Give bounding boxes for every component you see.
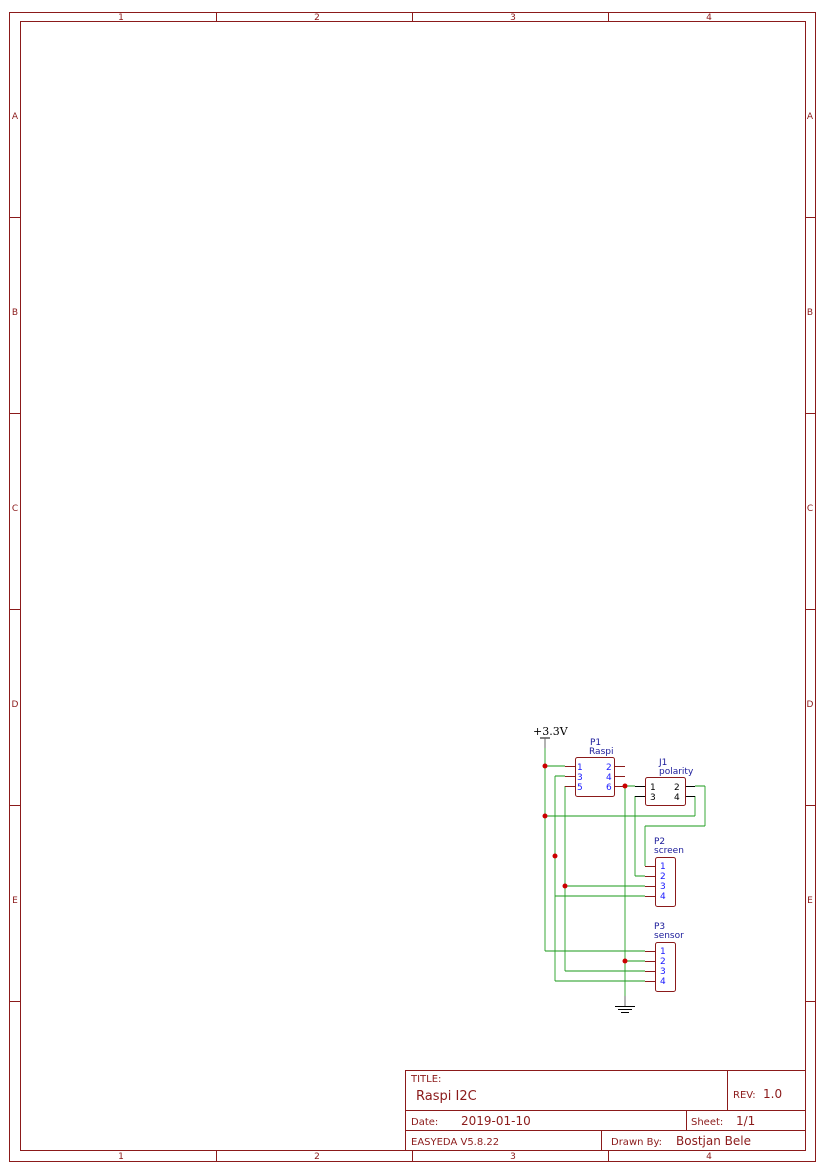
row-label: B (807, 308, 813, 318)
pin-number: 2 (606, 763, 612, 773)
component-p2-screen[interactable]: P2 screen 1 2 3 4 (645, 837, 684, 907)
pin-number: 1 (660, 862, 666, 872)
row-label: E (807, 896, 813, 906)
row-label: A (12, 112, 19, 122)
power-net-label: +3.3V (533, 725, 569, 738)
pin-number: 1 (577, 763, 583, 773)
sheet-label: Sheet: (691, 1117, 723, 1128)
rev-value: 1.0 (763, 1087, 782, 1101)
pin-number: 4 (674, 793, 680, 803)
component-name: polarity (659, 767, 694, 777)
row-label: C (807, 504, 813, 514)
sheet-value: 1/1 (736, 1114, 755, 1128)
junction-dot (542, 763, 548, 769)
component-p3-sensor[interactable]: P3 sensor 1 2 3 4 (645, 922, 684, 992)
pin-number: 6 (606, 783, 612, 793)
column-label: 4 (706, 1152, 712, 1162)
column-label: 2 (314, 1152, 320, 1162)
date-label: Date: (411, 1117, 438, 1128)
date-value: 2019-01-10 (461, 1114, 531, 1128)
pin-number: 2 (674, 783, 680, 793)
drawn-by-label: Drawn By: (611, 1137, 662, 1148)
junction-dot (622, 958, 628, 964)
software-version: EASYEDA V5.8.22 (411, 1137, 499, 1148)
ground-symbol[interactable] (615, 996, 635, 1013)
pin-number: 1 (660, 947, 666, 957)
component-j1-polarity[interactable]: J1 polarity 1 3 2 4 (635, 758, 695, 806)
row-label: B (12, 308, 18, 318)
pin-number: 3 (650, 793, 656, 803)
column-label: 2 (314, 13, 320, 23)
power-symbol-3v3[interactable]: +3.3V (533, 725, 569, 748)
designator: J1 (658, 758, 667, 768)
column-label: 1 (118, 13, 124, 23)
pin-number: 1 (650, 783, 656, 793)
title-block: TITLE: Raspi I2C REV: 1.0 Date: 2019-01-… (405, 1070, 806, 1151)
pin-number: 4 (660, 977, 666, 987)
title-label: TITLE: (410, 1074, 441, 1085)
column-label: 3 (510, 1152, 516, 1162)
component-name: Raspi (589, 747, 613, 757)
column-label: 3 (510, 13, 516, 23)
component-p1-raspi[interactable]: P1 Raspi 1 3 5 2 4 6 (565, 738, 625, 797)
pin-number: 2 (660, 957, 666, 967)
row-label: E (12, 896, 18, 906)
pin-number: 4 (606, 773, 612, 783)
pin-number: 5 (577, 783, 583, 793)
designator: P3 (654, 922, 665, 932)
designator: P1 (590, 738, 601, 748)
row-label: D (12, 700, 19, 710)
junction-dot (562, 883, 568, 889)
pin-number: 3 (660, 967, 666, 977)
pin-number: 3 (660, 882, 666, 892)
column-label: 4 (706, 13, 712, 23)
junction-dot (552, 853, 558, 859)
pin-number: 4 (660, 892, 666, 902)
row-label: A (807, 112, 814, 122)
designator: P2 (654, 837, 665, 847)
component-name: screen (654, 846, 684, 856)
row-label: C (12, 504, 18, 514)
component-name: sensor (654, 931, 684, 941)
title-value: Raspi I2C (416, 1089, 477, 1104)
pin-number: 3 (577, 773, 583, 783)
pin-number: 2 (660, 872, 666, 882)
row-label: D (807, 700, 814, 710)
drawn-by-value: Bostjan Bele (676, 1134, 751, 1148)
junction-dot (542, 813, 548, 819)
junction-dot (622, 783, 628, 789)
junctions (542, 763, 628, 964)
rev-label: REV: (733, 1090, 756, 1101)
sheet-frame: 1 2 3 4 1 2 3 4 A B C D E A B C D E (9, 12, 816, 1162)
column-label: 1 (118, 1152, 124, 1162)
